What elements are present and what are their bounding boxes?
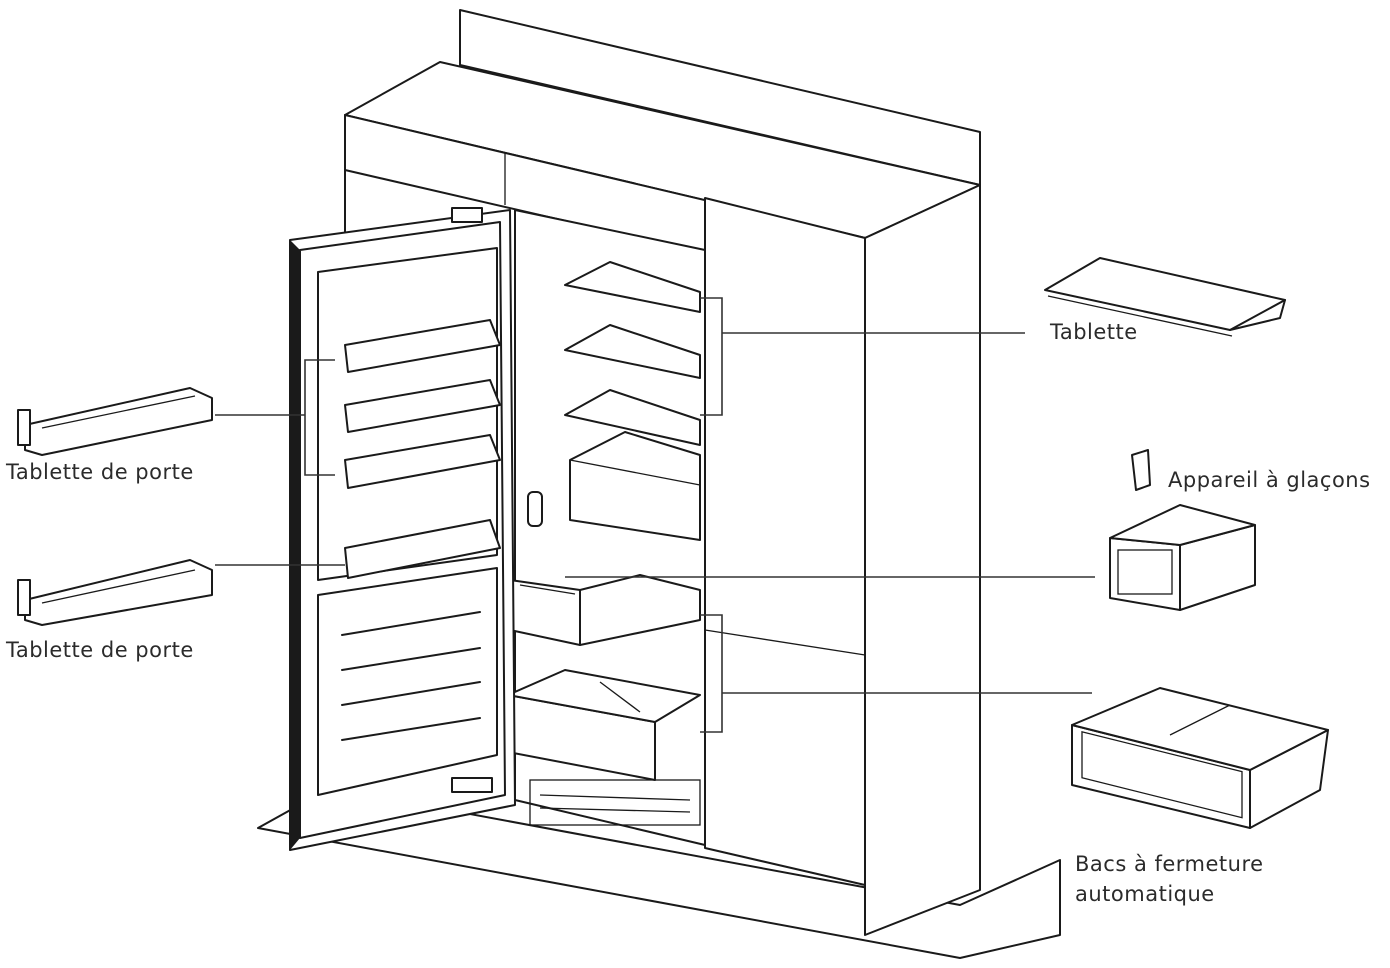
shelf-3	[564, 389, 701, 446]
door-bin-3	[344, 434, 501, 489]
label-shelf: Tablette	[1050, 320, 1138, 344]
detached-door-shelf-2-clip	[17, 579, 31, 616]
ice-maker-unit	[527, 491, 543, 527]
top-hinge	[451, 207, 483, 223]
label-drawers-line2: automatique	[1075, 882, 1215, 906]
detached-door-shelf-1-clip	[17, 409, 31, 446]
freezer-door-frame	[317, 567, 498, 796]
shelf-1	[564, 261, 701, 313]
ice-bin-front	[1109, 537, 1181, 611]
door-edge	[290, 240, 300, 850]
door-bin-2	[344, 379, 501, 433]
shelf-2	[564, 324, 701, 379]
fridge-door-frame	[317, 247, 498, 581]
detached-ice-maker	[1131, 449, 1151, 491]
door-bin-bracket	[304, 359, 335, 476]
label-drawers-line1: Bacs à fermeture	[1075, 852, 1264, 876]
label-ice-maker: Appareil à glaçons	[1168, 468, 1371, 492]
lower-drawer-top	[507, 669, 701, 723]
detached-drawer-top	[1071, 687, 1329, 771]
detached-door-shelf-2	[24, 559, 213, 626]
ice-bin-top	[1109, 504, 1256, 546]
door-bin-1	[344, 319, 501, 373]
drawer-bracket	[700, 614, 723, 733]
fridge-drawer	[569, 431, 701, 541]
detached-door-shelf-1	[24, 387, 213, 456]
shelf-bracket	[700, 297, 723, 416]
label-door-shelf-2: Tablette de porte	[6, 638, 194, 662]
label-door-shelf-1: Tablette de porte	[6, 460, 194, 484]
right-cabinet-side	[864, 184, 981, 936]
right-door-panel	[704, 197, 866, 886]
bottom-grille	[529, 779, 701, 826]
door-bin-4	[344, 519, 501, 579]
bottom-hinge	[451, 777, 493, 793]
